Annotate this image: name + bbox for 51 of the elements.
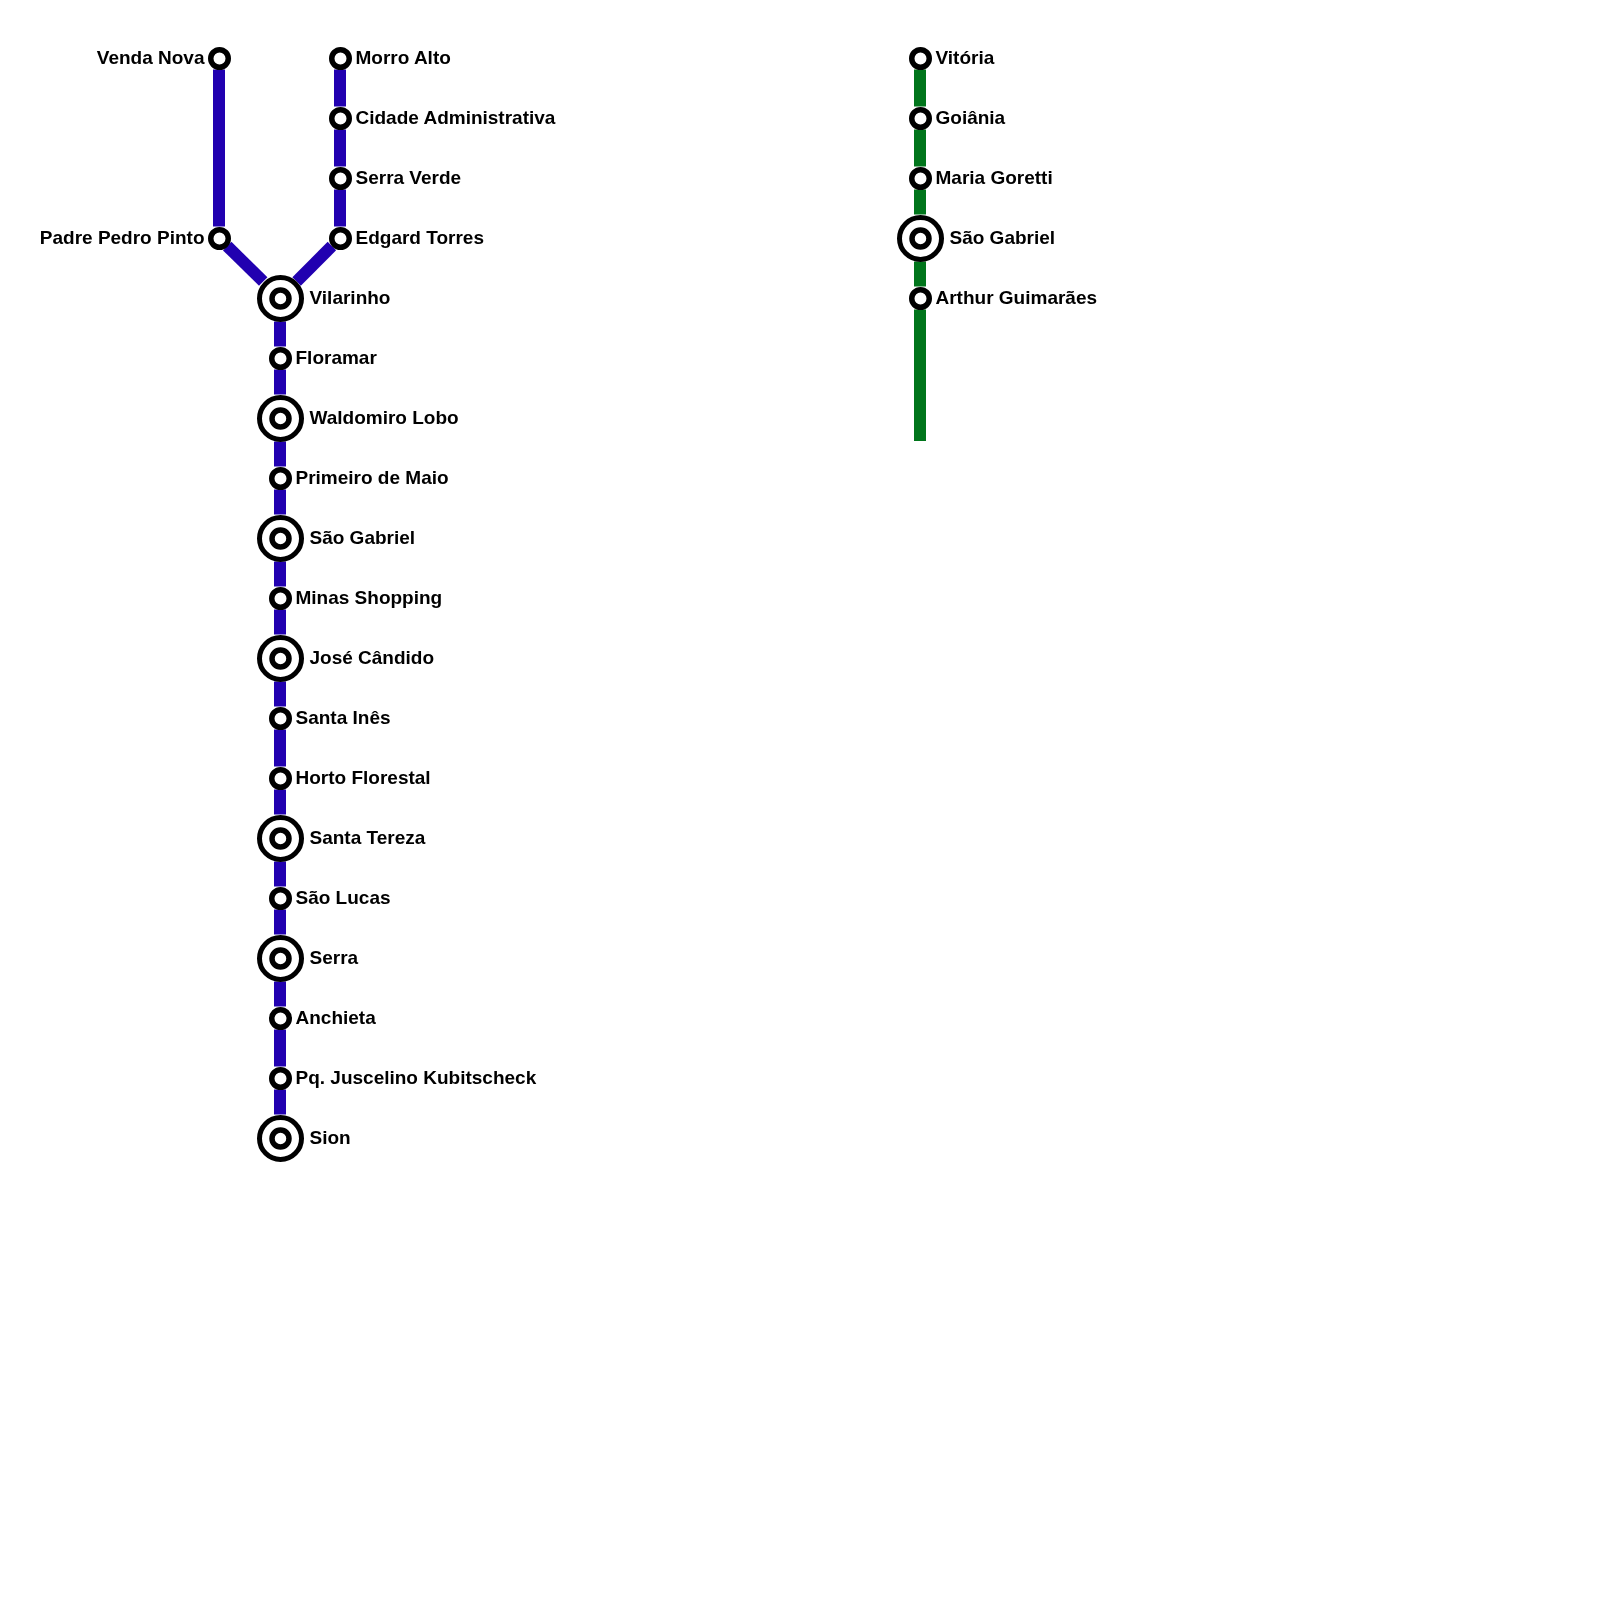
route-line (274, 681, 286, 707)
station-name: Venda Nova (96, 47, 205, 69)
route-line (274, 369, 286, 395)
station-name: Sion (309, 1127, 351, 1149)
station-name: Anchieta (295, 1007, 376, 1029)
station-name: Padre Pedro Pinto (39, 227, 205, 249)
route-line (274, 861, 286, 887)
station-name: Minas Shopping (295, 587, 443, 609)
route-line (274, 441, 286, 467)
station-name: Waldomiro Lobo (309, 407, 459, 429)
route-line (274, 609, 286, 635)
route-line (334, 189, 346, 227)
route-line (292, 241, 337, 286)
route-line (914, 261, 926, 287)
route-line (274, 981, 286, 1007)
station-name: Serra Verde (355, 167, 462, 189)
station-name: Morro Alto (355, 47, 451, 69)
route-line (914, 69, 926, 107)
route-line (914, 129, 926, 167)
route-line (274, 1029, 286, 1067)
station-name: Arthur Guimarães (935, 287, 1098, 309)
station-name: Goiânia (935, 107, 1006, 129)
route-line (274, 729, 286, 767)
route-line (274, 909, 286, 935)
station-name: São Gabriel (309, 527, 416, 549)
route-line (274, 1089, 286, 1115)
station-name: Vilarinho (309, 287, 391, 309)
station-name: José Cândido (309, 647, 435, 669)
route-line (334, 129, 346, 167)
station-name: Serra (309, 947, 359, 969)
route-line (334, 69, 346, 107)
station-name: Pq. Juscelino Kubitscheck (295, 1067, 537, 1089)
route-line (223, 241, 268, 286)
route-line (213, 69, 225, 227)
station-name: Santa Tereza (309, 827, 426, 849)
station-name: Horto Florestal (295, 767, 431, 789)
station-name: São Lucas (295, 887, 391, 909)
route-line (274, 561, 286, 587)
station-name: São Gabriel (949, 227, 1056, 249)
route-line (914, 309, 926, 441)
station-name: Maria Goretti (935, 167, 1053, 189)
station-name: Santa Inês (295, 707, 391, 729)
route-line (274, 789, 286, 815)
station-name: Primeiro de Maio (295, 467, 449, 489)
route-line (274, 321, 286, 347)
route-line (914, 189, 926, 215)
station-name: Vitória (935, 47, 995, 69)
station-name: Floramar (295, 347, 377, 369)
station-name: Edgard Torres (355, 227, 484, 249)
station-name: Cidade Administrativa (355, 107, 556, 129)
route-line (274, 489, 286, 515)
